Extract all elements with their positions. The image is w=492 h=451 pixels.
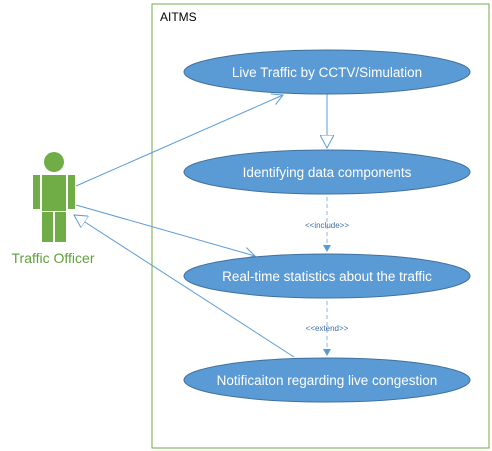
actor-right-arm: [68, 175, 75, 209]
use-case-label: Identifying data components: [243, 165, 412, 180]
use-case-notification: Notificaiton regarding live congestion: [183, 357, 471, 403]
use-case-label: Live Traffic by CCTV/Simulation: [232, 65, 422, 80]
association-officer-live-traffic: [75, 95, 283, 187]
extend-label: <<extend>>: [306, 324, 349, 333]
association-notification-officer: [74, 215, 295, 358]
use-case-live-traffic: Live Traffic by CCTV/Simulation: [183, 49, 471, 95]
association-officer-statistics: [75, 204, 255, 256]
use-case-identifying-data: Identifying data components: [183, 149, 471, 195]
actor-traffic-officer: [33, 152, 75, 242]
actor-right-leg: [55, 212, 66, 242]
actor-left-arm: [33, 175, 40, 209]
use-case-label: Real-time statistics about the traffic: [222, 269, 432, 284]
system-title: AITMS: [160, 10, 197, 24]
actor-head: [44, 152, 64, 172]
use-case-label: Notificaiton regarding live congestion: [217, 373, 438, 388]
actor-torso: [42, 175, 66, 211]
include-label: <<include>>: [305, 221, 349, 230]
actor-left-leg: [42, 212, 53, 242]
use-case-realtime-statistics: Real-time statistics about the traffic: [183, 253, 471, 299]
actor-name: Traffic Officer: [12, 250, 95, 266]
